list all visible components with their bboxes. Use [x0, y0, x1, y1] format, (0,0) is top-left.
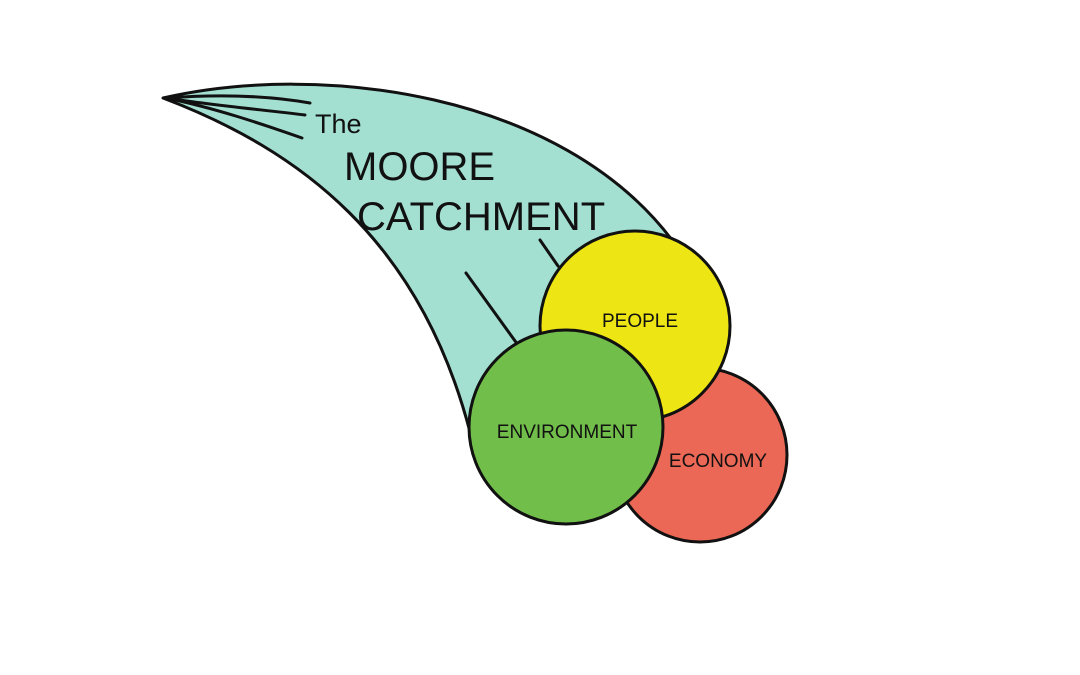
economy-label: ECONOMY: [669, 451, 768, 472]
leaf-vein: [464, 271, 520, 347]
title-line-the: The: [315, 109, 362, 139]
leaf-vein: [538, 238, 560, 268]
leaf-veins: [164, 94, 560, 347]
people-label: PEOPLE: [602, 311, 678, 332]
title-line-moore: MOORE: [344, 145, 495, 189]
leaf-vein: [164, 96, 307, 117]
leaf-vein: [164, 94, 312, 105]
environment-circle: [467, 328, 665, 526]
environment-label: ENVIRONMENT: [497, 422, 638, 443]
title-line-catchment: CATCHMENT: [357, 195, 605, 239]
